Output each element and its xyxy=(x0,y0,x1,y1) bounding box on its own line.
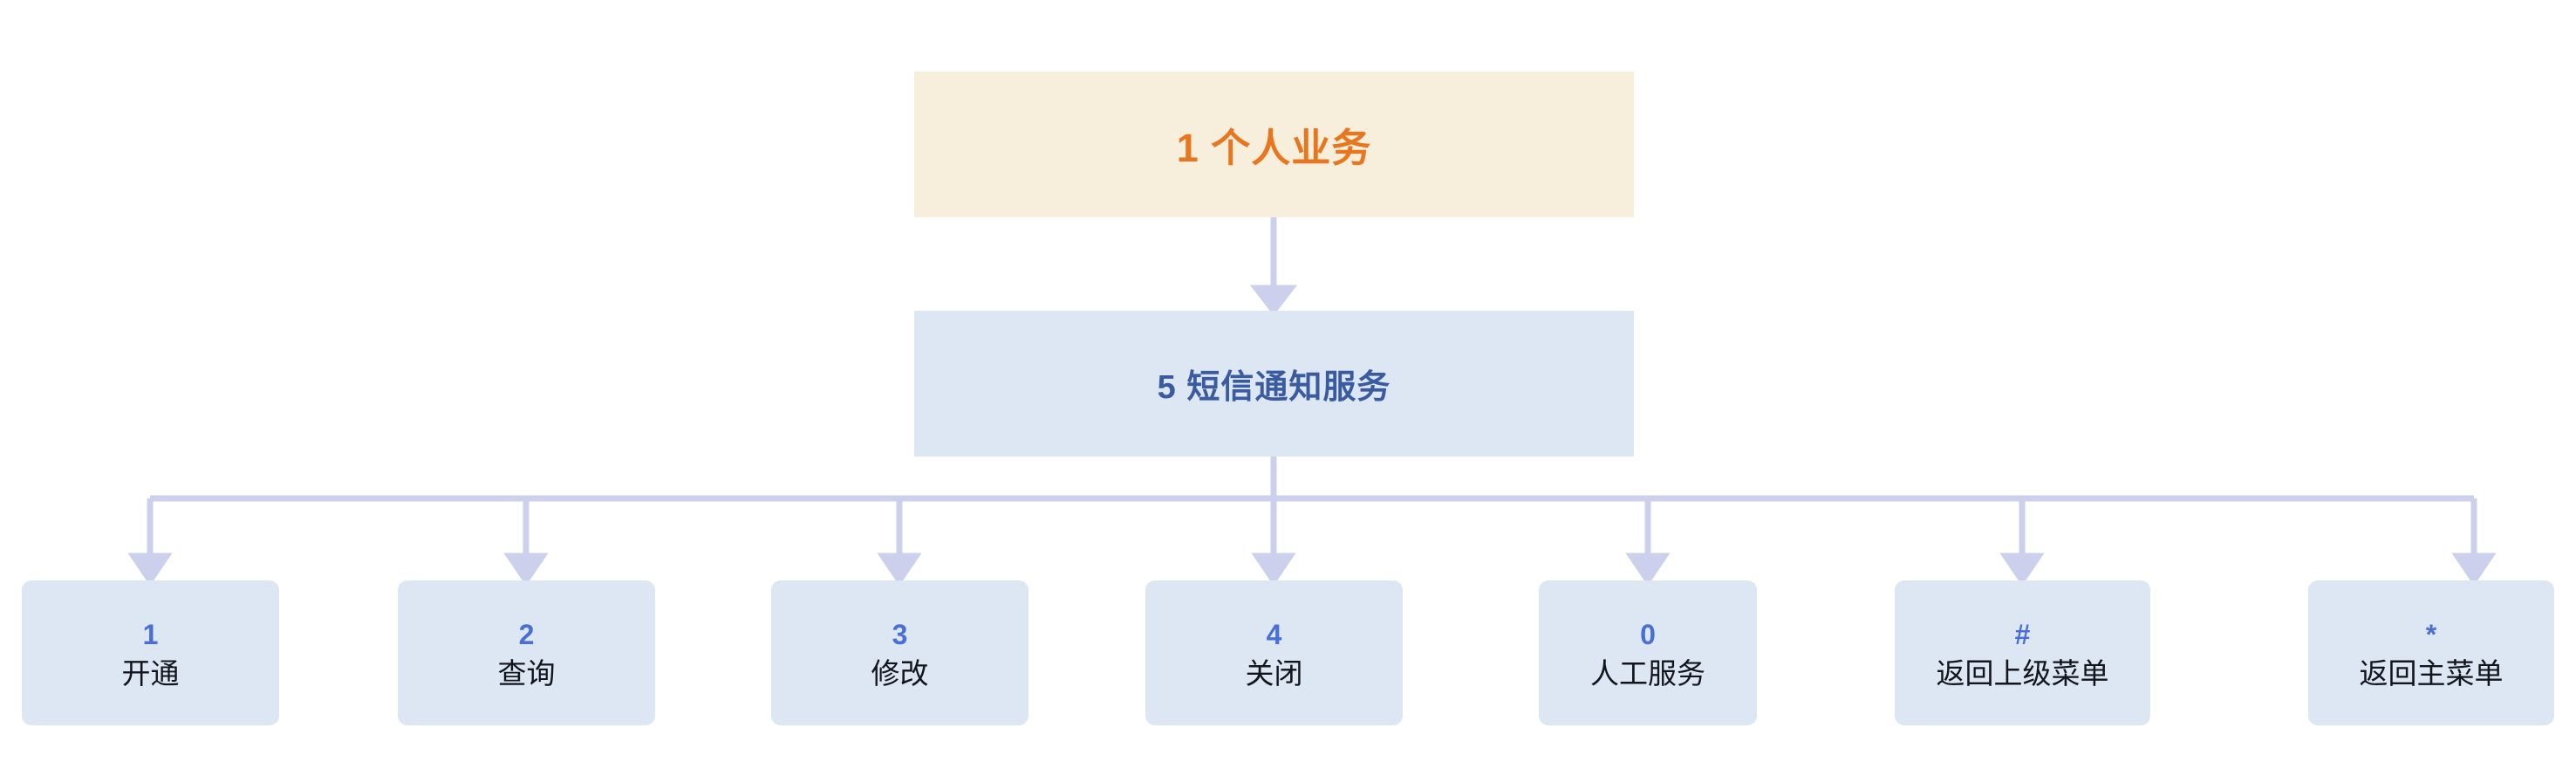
leaf-6-key: # xyxy=(2014,618,2031,650)
node-root-text: 1 个人业务 xyxy=(1176,126,1372,170)
leaf-1-label: 开通 xyxy=(121,656,180,690)
node-leaf-2[interactable]: 2 查询 xyxy=(398,580,655,725)
arrowhead-leaf-2 xyxy=(503,553,549,587)
leaf-7-key: * xyxy=(2425,618,2437,650)
leaf-2-key: 2 xyxy=(518,618,535,650)
leaf-5-label: 人工服务 xyxy=(1590,656,1705,690)
arrowhead-leaf-4 xyxy=(1251,553,1296,587)
node-leaf-6[interactable]: # 返回上级菜单 xyxy=(1895,580,2150,725)
node-leaf-5[interactable]: 0 人工服务 xyxy=(1539,580,1757,725)
node-root[interactable]: 1 个人业务 xyxy=(914,72,1634,217)
leaf-2-label: 查询 xyxy=(497,656,556,690)
node-leaf-3[interactable]: 3 修改 xyxy=(771,580,1028,725)
leaf-1-key: 1 xyxy=(142,618,159,650)
leaf-6-label: 返回上级菜单 xyxy=(1936,656,2109,690)
arrowhead-leaf-3 xyxy=(877,553,922,587)
node-branch[interactable]: 5 短信通知服务 xyxy=(914,311,1634,457)
node-leaf-1[interactable]: 1 开通 xyxy=(22,580,279,725)
node-leaf-7[interactable]: * 返回主菜单 xyxy=(2308,580,2554,725)
node-leaf-4[interactable]: 4 关闭 xyxy=(1145,580,1403,725)
arrowhead-leaf-7 xyxy=(2451,553,2497,587)
arrowhead-leaf-1 xyxy=(127,553,173,587)
arrowhead-leaf-6 xyxy=(1999,553,2045,587)
leaf-4-label: 关闭 xyxy=(1245,656,1303,690)
leaf-4-key: 4 xyxy=(1266,618,1282,650)
leaf-7-label: 返回主菜单 xyxy=(2359,656,2504,690)
node-branch-text: 5 短信通知服务 xyxy=(1157,369,1391,406)
leaf-5-key: 0 xyxy=(1640,618,1656,650)
arrowhead-leaf-5 xyxy=(1625,553,1671,587)
arrowhead-branch xyxy=(1249,285,1298,316)
leaf-3-label: 修改 xyxy=(871,656,929,690)
leaf-3-key: 3 xyxy=(892,618,908,650)
